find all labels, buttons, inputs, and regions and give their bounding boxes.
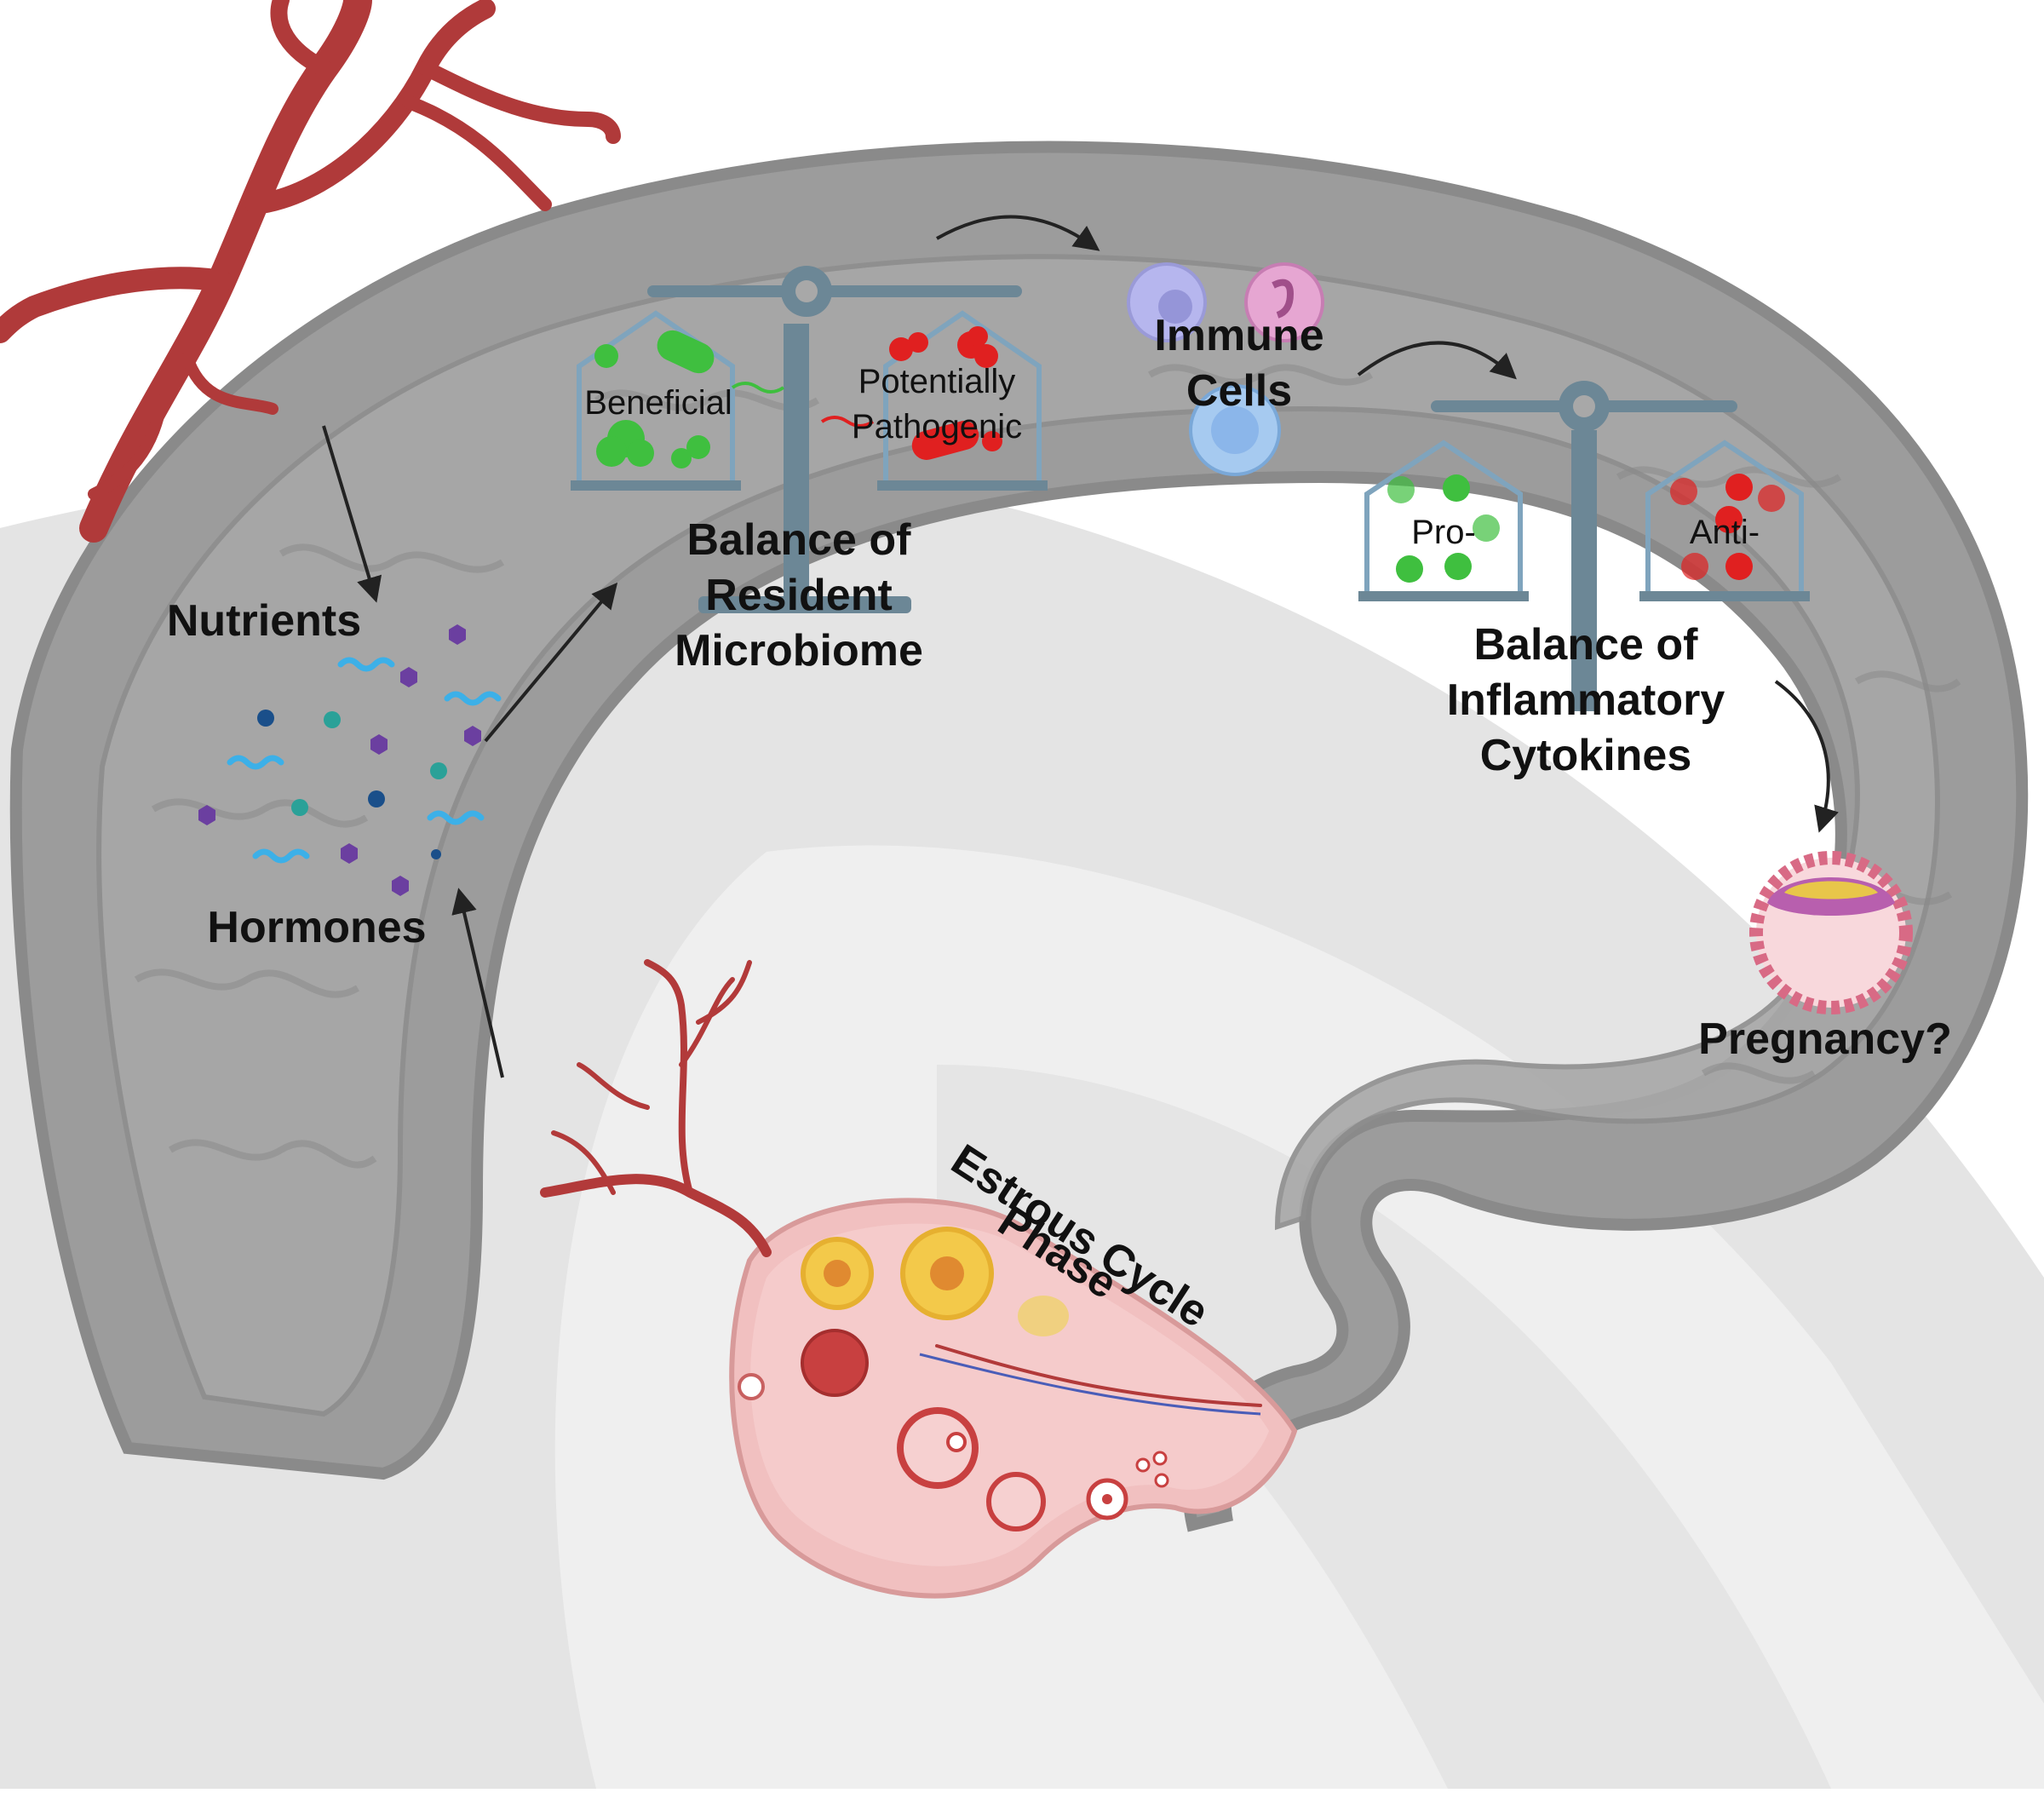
anti-label: Anti- xyxy=(1689,514,1760,551)
pathogenic-bacteria-icon xyxy=(820,326,1002,460)
balance-microbiome-line3: Microbiome xyxy=(675,626,923,675)
immune-cells-line2: Cells xyxy=(1186,366,1293,416)
immune-cells-line1: Immune xyxy=(1154,311,1324,360)
flow-arrows xyxy=(322,215,1839,1078)
balance-cytokines-line1: Balance of xyxy=(1473,620,1698,670)
anti-cytokine-cage xyxy=(1639,440,1810,601)
microbiome-balance-scale xyxy=(571,266,1048,613)
immune-cells-icon xyxy=(1127,262,1324,476)
pathogenic-cage xyxy=(877,310,1048,491)
beneficial-bacteria-icon xyxy=(594,330,785,468)
pro-cytokine-icon xyxy=(1387,474,1500,583)
pregnancy-label: Pregnancy? xyxy=(1698,1014,1952,1064)
follicles xyxy=(738,1227,1169,1532)
ovary xyxy=(540,959,1298,1599)
uterine-artery xyxy=(0,0,621,543)
beneficial-cage xyxy=(571,310,741,491)
hormones-label: Hormones xyxy=(207,903,427,952)
pathogenic-label: Pathogenic xyxy=(851,408,1023,445)
blastocyst-icon xyxy=(1749,851,1913,1014)
balance-microbiome-line1: Balance of xyxy=(686,515,911,565)
balance-cytokines-line2: Inflammatory xyxy=(1446,675,1725,725)
potentially-label: Potentially xyxy=(858,363,1016,400)
molecule-cluster xyxy=(198,624,502,896)
balance-microbiome-line2: Resident xyxy=(705,571,893,620)
cytokine-balance-scale xyxy=(1358,381,1810,711)
pro-cytokine-cage xyxy=(1358,440,1529,601)
nutrients-label: Nutrients xyxy=(166,596,362,646)
anti-cytokine-icon xyxy=(1670,474,1785,580)
beneficial-label: Beneficial xyxy=(584,384,732,422)
pro-label: Pro- xyxy=(1411,514,1476,551)
balance-cytokines-line3: Cytokines xyxy=(1479,731,1692,780)
